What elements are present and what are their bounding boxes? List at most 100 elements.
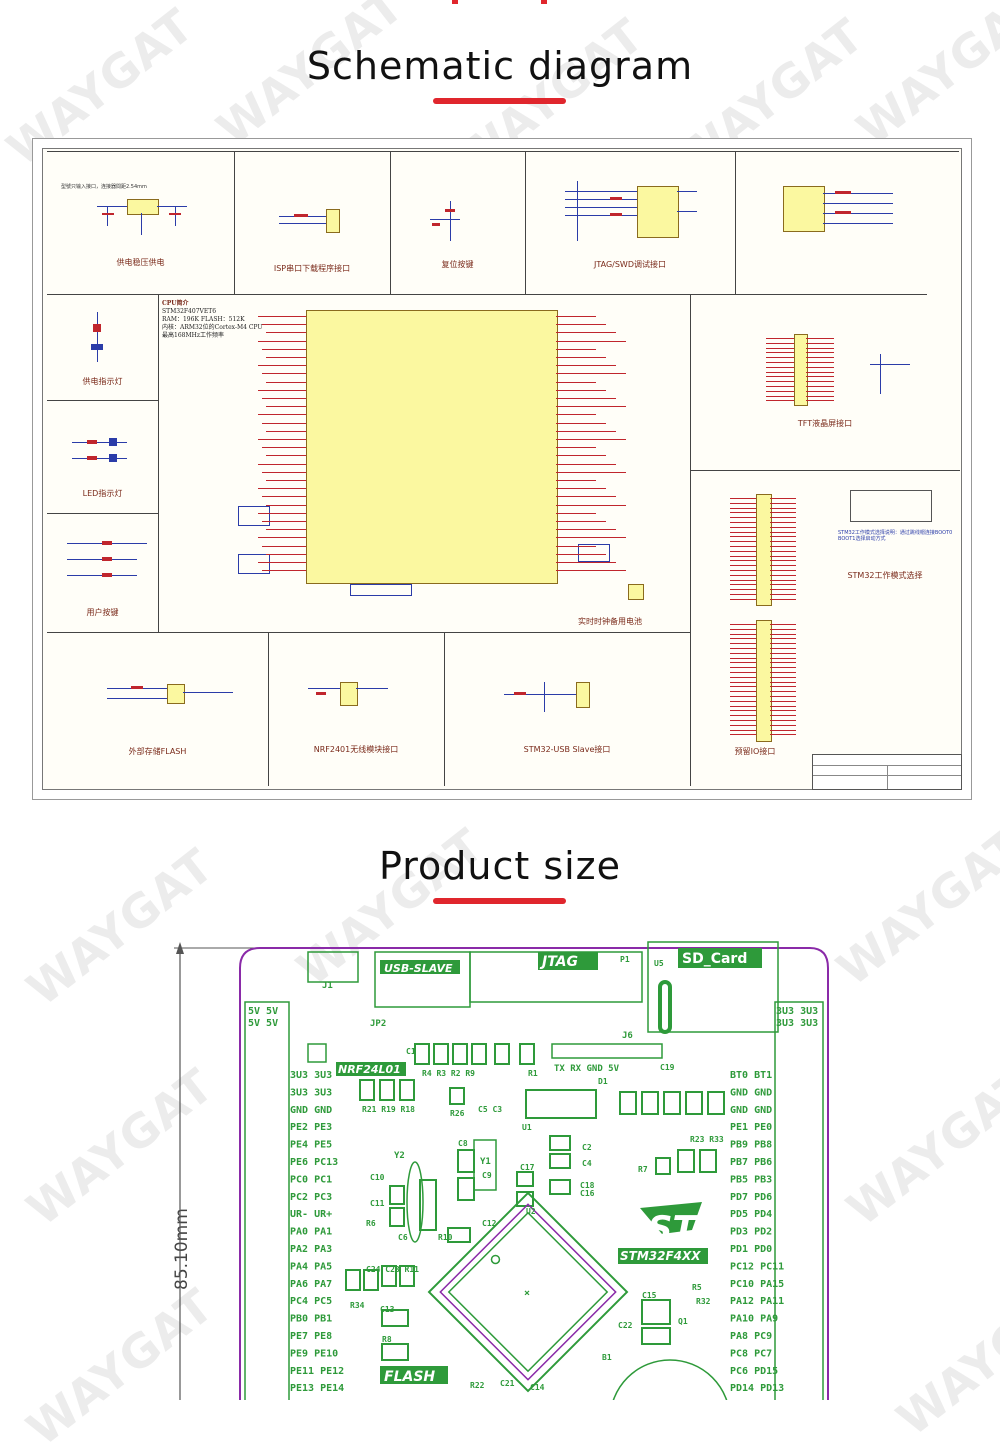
io-pin (770, 710, 796, 712)
io-pin (730, 526, 756, 528)
io-pin (770, 681, 796, 683)
component-designator: C4 (582, 1159, 592, 1168)
io-pin (730, 691, 756, 693)
io-pin (770, 657, 796, 659)
top-accent (452, 0, 458, 4)
io-pin (770, 686, 796, 688)
io-pin (730, 686, 756, 688)
power-note: 型號只输入接口，连接器間距2.54mm (61, 184, 147, 190)
io-pin (770, 696, 796, 697)
left-header-pin-label: PA2 PA3 (290, 1244, 332, 1255)
cpu-pin-left (262, 422, 306, 424)
io-pin (730, 531, 756, 533)
cpu-pin-left (258, 439, 306, 440)
header-text: TX RX GND 5V (554, 1064, 620, 1074)
io-pin (770, 546, 796, 547)
io-pin (730, 517, 756, 519)
io-pin (770, 638, 796, 640)
usb-block: STM32-USB Slave接口 (444, 632, 690, 786)
power-led-label: 供电指示灯 (82, 377, 123, 386)
reset-block: 复位按键 (390, 151, 525, 294)
product-size-title: Product size (378, 844, 622, 888)
left-header-pin-label: PA6 PA7 (290, 1279, 332, 1290)
cpu-pin-left (266, 504, 306, 506)
io-pin (730, 550, 756, 552)
io-pin (770, 672, 796, 673)
led-block: LED指示灯 (47, 400, 158, 513)
left-header-pin-label: PA4 PA5 (290, 1261, 332, 1272)
left-header-pin-label: PE11 PE12 (290, 1366, 344, 1377)
component-designator: C9 (482, 1171, 492, 1180)
tft-pin (766, 400, 794, 402)
io-pin (730, 546, 756, 547)
tft-pin (806, 366, 834, 368)
left-header-pin-label: PE7 PE8 (290, 1331, 332, 1342)
tft-pin (806, 362, 834, 363)
io-pin (730, 638, 756, 640)
jtag-block: JTAG/SWD调试接口 (525, 151, 735, 294)
cpu-pin-right (556, 357, 606, 358)
left-header-pin-label: 5V 5V (248, 1018, 278, 1029)
tft-pin (806, 357, 834, 359)
tft-pin (766, 381, 794, 383)
jtag-label: JTAG/SWD调试接口 (594, 260, 666, 269)
io-pin (730, 652, 756, 654)
cpu-pin-left (258, 340, 306, 342)
component-designator: C8 (458, 1139, 468, 1148)
title-block (812, 754, 962, 790)
cpu-pin-right (556, 463, 616, 465)
cpu-pin-right (556, 365, 616, 367)
component-designator: R26 (450, 1109, 465, 1118)
watermark: WAYGAT (886, 1267, 1000, 1447)
component-designator: C10 (370, 1173, 385, 1182)
cpu-pin-right (556, 562, 616, 563)
io-pin (730, 522, 756, 523)
cpu-pin-left (258, 316, 306, 317)
cpu-pin-left (266, 332, 306, 334)
io-pin (770, 643, 796, 645)
right-header-pin-label: PD3 PD2 (730, 1227, 772, 1238)
left-header-pin-label: PC0 PC1 (290, 1174, 332, 1185)
component-designator: R7 (638, 1165, 648, 1174)
component-designator: C18 (580, 1181, 595, 1190)
cpu-pin-left (262, 545, 306, 547)
io-pin (730, 555, 756, 557)
title-underline (433, 898, 566, 904)
io-pin (770, 526, 796, 528)
cpu-pin-left (258, 562, 306, 563)
cpu-pin-left (258, 463, 306, 465)
io-pin (770, 584, 796, 586)
io-pin (730, 667, 756, 669)
left-header-pin-label: PE9 PE10 (290, 1348, 338, 1359)
cpu-pin-right (556, 447, 596, 449)
cpu-pin-right (556, 373, 626, 375)
io-pin (770, 498, 796, 499)
component-designator: C13 (380, 1305, 395, 1314)
component-designator: C17 (520, 1163, 535, 1172)
io-pin (770, 512, 796, 514)
right-header-pin-label: BT0 BT1 (730, 1070, 772, 1081)
tft-pin (766, 371, 794, 373)
io-pin (730, 705, 756, 707)
io-pin (770, 574, 796, 576)
tft-pin (806, 386, 834, 387)
cpu-intro: CPU简介 STM32F407VET6 RAM：196K FLASH：512K … (162, 300, 263, 339)
io-pin (770, 555, 796, 557)
io-pin (730, 624, 756, 625)
io-pin (770, 570, 796, 571)
io-pin (770, 550, 796, 552)
tft-pin (766, 362, 794, 363)
io-pin (770, 720, 796, 721)
top-accent (541, 0, 547, 4)
component-designator: C24 C23 R11 (366, 1265, 419, 1274)
cpu-pin-left (258, 537, 306, 539)
io-pin (730, 512, 756, 514)
component-designator: R32 (696, 1297, 711, 1306)
component-designator: R10 (438, 1233, 453, 1242)
io-pin (770, 734, 796, 736)
cpu-pin-left (262, 570, 306, 572)
component-designator: C21 (500, 1379, 515, 1388)
component-designator: C12 (482, 1219, 497, 1228)
io-pin (770, 598, 796, 600)
left-header-pin-label: PA0 PA1 (290, 1227, 332, 1238)
